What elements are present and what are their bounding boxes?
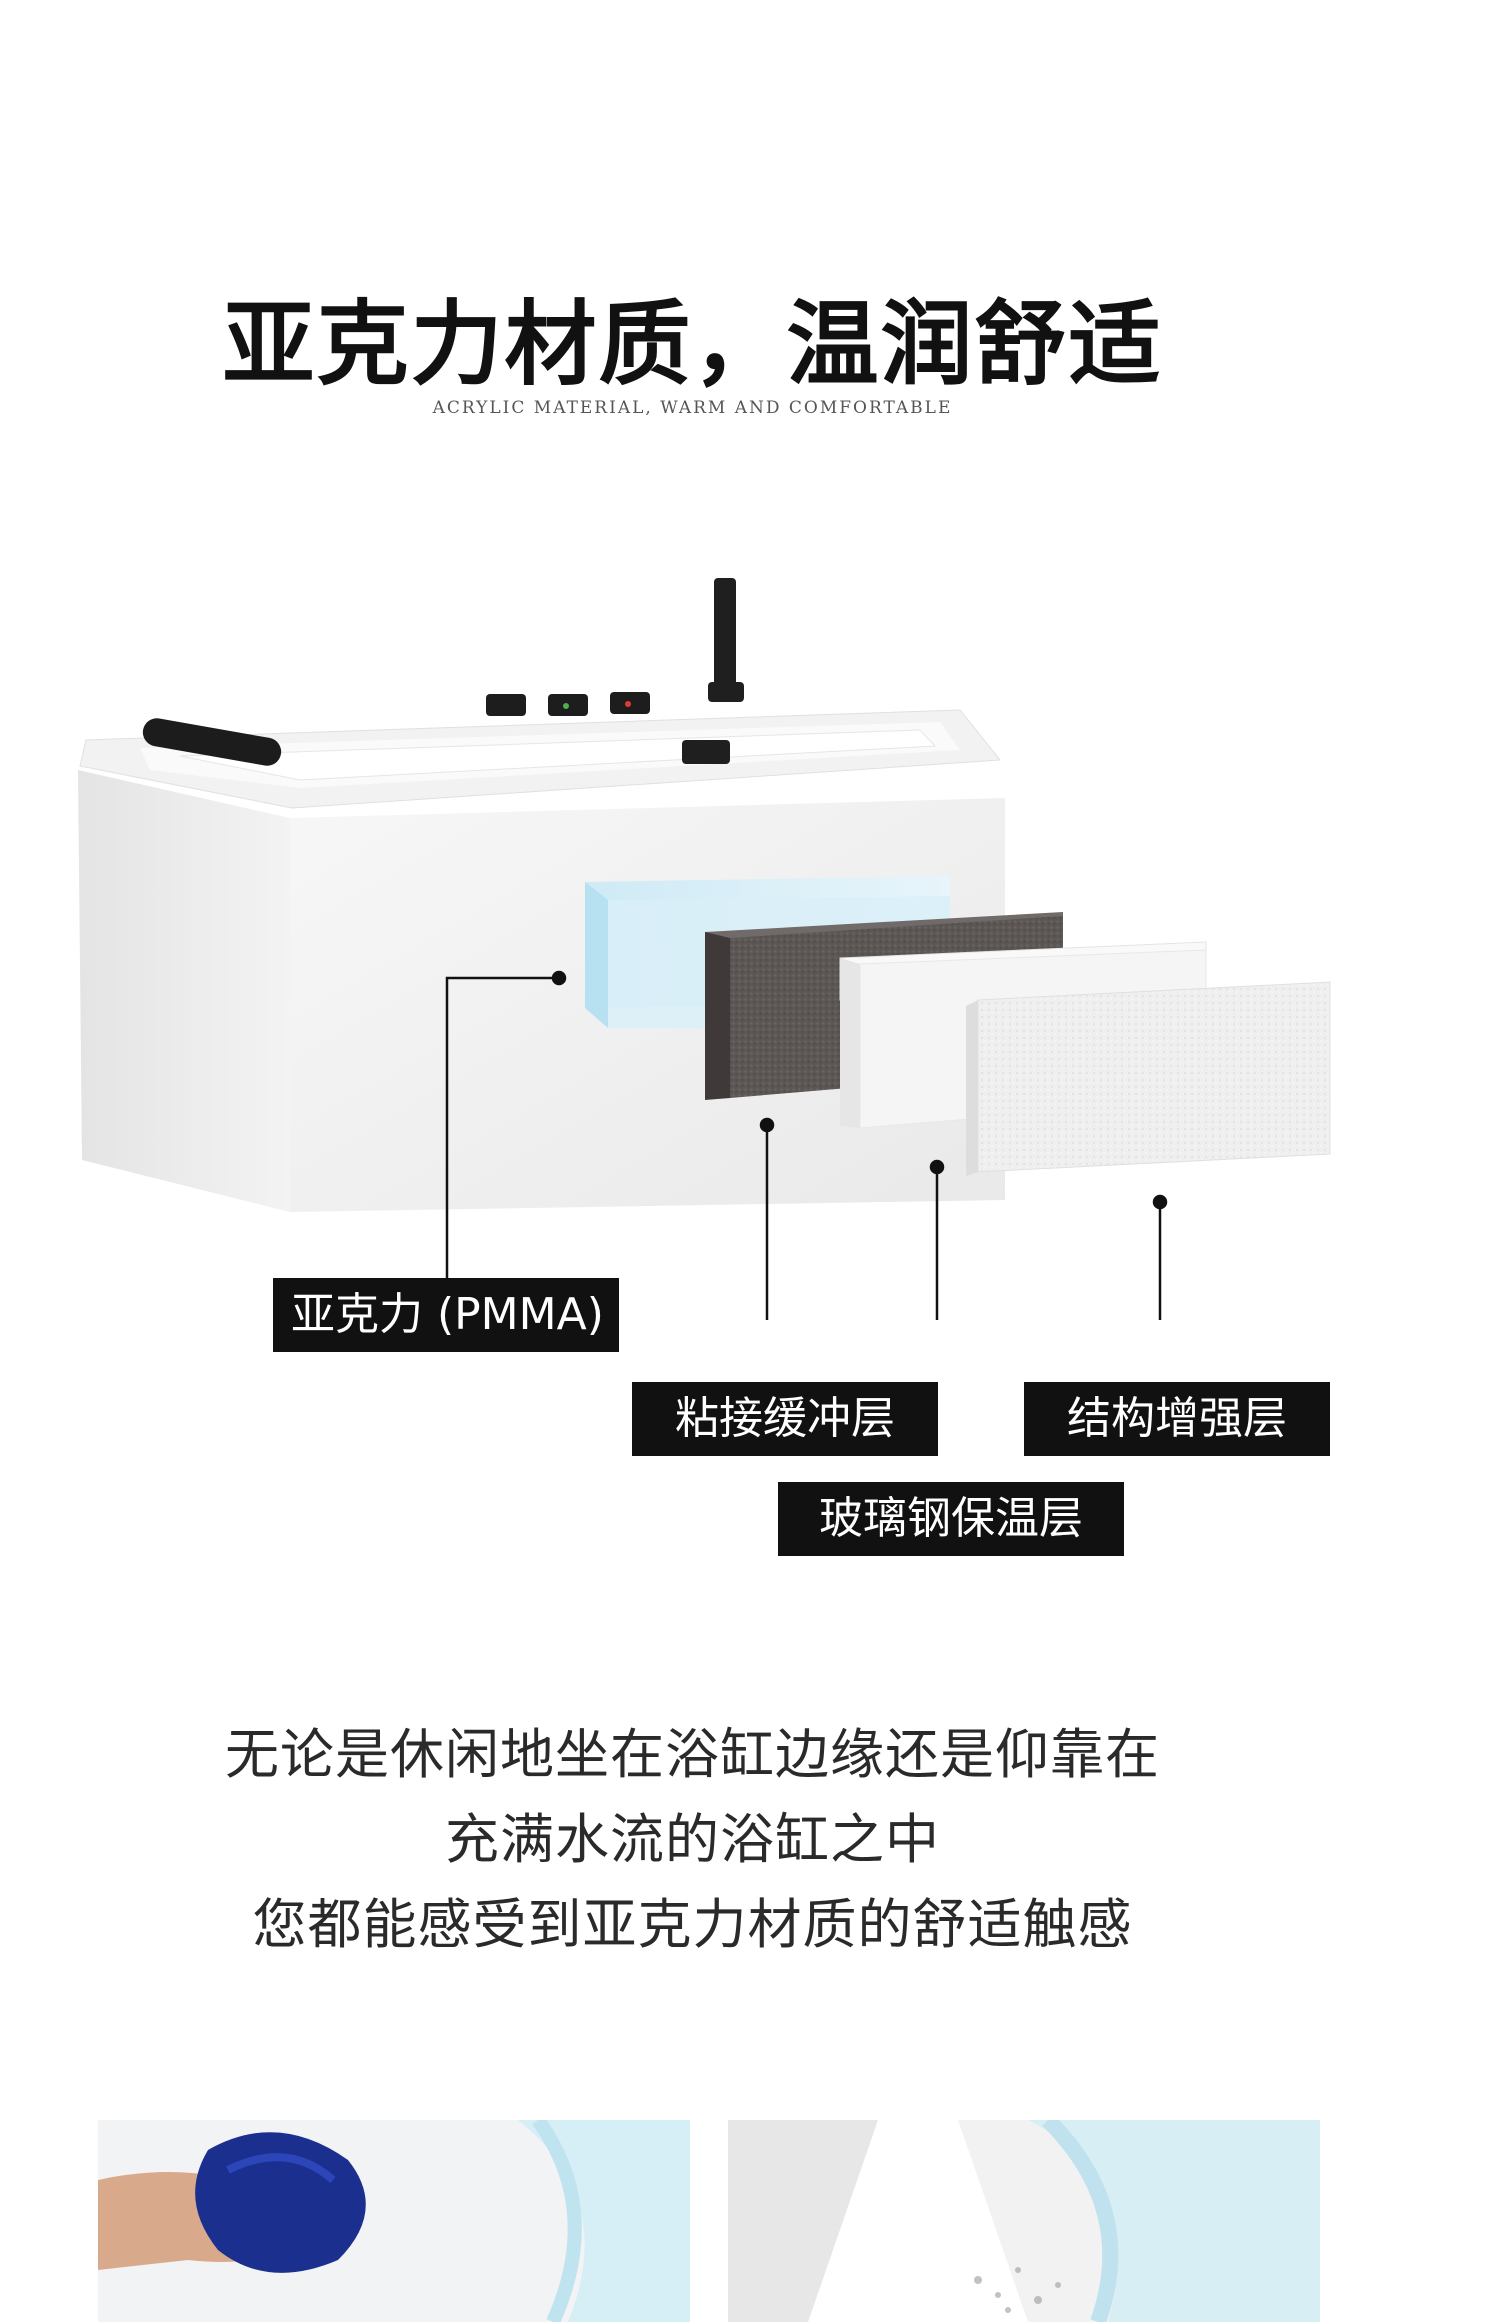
photo-wiping-tub — [98, 2120, 690, 2322]
photo-tub-detail — [728, 2120, 1320, 2322]
callout-leaders — [445, 970, 1168, 1320]
page-title: 亚克力材质，温润舒适 — [222, 291, 1163, 398]
description-line-2: 充满水流的浴缸之中 — [445, 1808, 940, 1871]
description-line-1: 无论是休闲地坐在浴缸边缘还是仰靠在 — [225, 1723, 1160, 1786]
control-knobs — [486, 692, 650, 716]
label-acrylic-pmma: 亚克力 (PMMA) — [273, 1278, 619, 1352]
label-bonding-layer: 粘接缓冲层 — [632, 1382, 938, 1456]
bathtub-layers-illustration — [78, 578, 1331, 1320]
page-subtitle: ACRYLIC MATERIAL, WARM AND COMFORTABLE — [432, 398, 953, 418]
shower-handset — [682, 578, 744, 764]
description-line-3: 您都能感受到亚克力材质的舒适触感 — [252, 1893, 1133, 1956]
structural-layer — [966, 981, 1331, 1176]
label-fiberglass-layer: 玻璃钢保温层 — [778, 1482, 1124, 1556]
headrest — [142, 718, 282, 766]
label-structural-layer: 结构增强层 — [1024, 1382, 1330, 1456]
